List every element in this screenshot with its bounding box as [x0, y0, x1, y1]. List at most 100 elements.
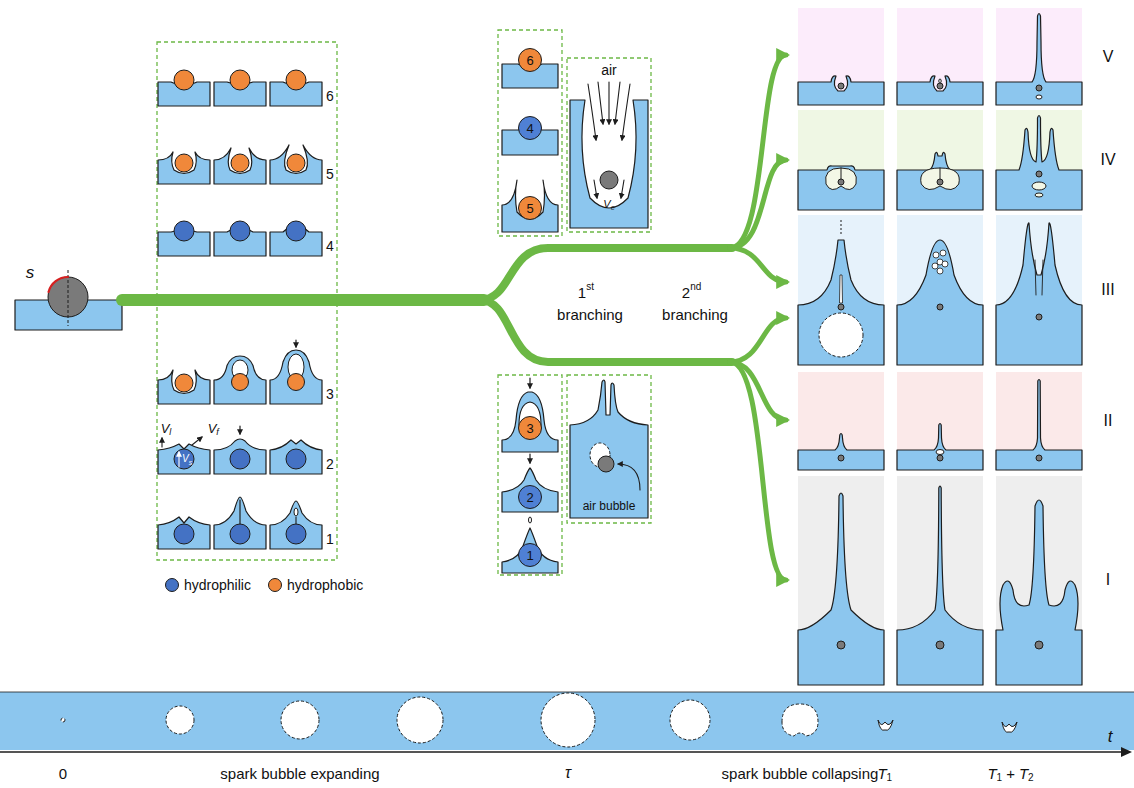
dashed-group-box	[498, 375, 562, 575]
regime-numeral: I	[1106, 572, 1110, 588]
branching-ordinal: 1	[578, 285, 586, 300]
legend-text: hydrophobic	[287, 578, 363, 592]
ordinal-suffix: nd	[690, 282, 701, 292]
arc-length-symbol: s	[26, 264, 35, 281]
stage-circle: 6	[518, 48, 542, 72]
stage-circle: 5	[518, 196, 542, 220]
sphere	[598, 456, 614, 472]
spark-bubble	[878, 720, 893, 730]
sphere	[230, 221, 250, 241]
time-mark: +	[1006, 766, 1015, 781]
jet-arrow	[529, 454, 530, 463]
regime-panel	[798, 372, 884, 470]
callout-number: 2	[326, 457, 334, 471]
spark-bubble	[166, 706, 194, 734]
spark-bubble	[61, 718, 65, 722]
dashed-group-box	[567, 375, 651, 523]
water	[158, 152, 210, 184]
velocity-symbol: V	[182, 454, 189, 464]
legend-swatch	[268, 578, 282, 592]
ordinal-suffix: st	[586, 282, 594, 292]
bubble	[1035, 193, 1043, 197]
cavity	[921, 168, 960, 190]
water	[897, 152, 983, 210]
spark-bubble	[670, 700, 710, 740]
sphere	[287, 154, 305, 172]
sphere	[937, 304, 943, 310]
sphere	[838, 304, 844, 310]
jet-line	[295, 517, 296, 524]
time-axis	[0, 751, 1122, 752]
water	[214, 356, 266, 404]
air-bubble-label: air bubble	[583, 500, 636, 512]
legend-text: hydrophilic	[184, 578, 251, 592]
air-flow-arrow	[621, 180, 624, 198]
sphere	[288, 374, 305, 391]
callout-number: 1	[326, 532, 334, 546]
sphere	[174, 221, 194, 241]
water	[897, 424, 983, 471]
timeline-band	[0, 692, 1134, 750]
water	[214, 497, 266, 549]
water	[502, 468, 558, 512]
water	[897, 240, 983, 365]
callout-number: 6	[526, 54, 533, 67]
air-flow-arrow	[598, 82, 603, 124]
water	[996, 14, 1082, 106]
sphere	[230, 449, 250, 469]
bubble	[937, 268, 943, 274]
bubble	[939, 79, 941, 83]
sphere	[838, 179, 844, 185]
flow-bar	[122, 294, 484, 306]
water	[214, 439, 266, 474]
water	[798, 166, 884, 210]
velocity-arrow	[192, 437, 202, 445]
air-flow-arrow	[615, 82, 620, 124]
sphere	[286, 221, 306, 241]
regime-panel	[798, 8, 884, 105]
cavity	[826, 168, 857, 190]
water	[270, 350, 322, 404]
band-edge	[0, 692, 1134, 693]
jet-arrow	[529, 378, 530, 388]
bubble	[940, 250, 946, 256]
cavity	[840, 275, 843, 303]
spark-bubble	[281, 701, 319, 739]
branching-ordinal: 2	[682, 285, 690, 300]
spark-bubble	[819, 313, 863, 357]
jet-line	[1035, 260, 1036, 295]
time-mark: T	[877, 766, 886, 781]
water	[798, 493, 884, 685]
regime-panel	[897, 372, 983, 470]
flow-arrow	[730, 362, 786, 420]
time-mark: T	[1019, 766, 1028, 781]
water	[570, 380, 648, 518]
bubble	[529, 517, 532, 523]
air-label: air	[601, 63, 617, 77]
sphere	[1036, 85, 1042, 91]
air-flow-arrow	[608, 82, 609, 124]
flow-arrow	[730, 248, 786, 282]
callout-number: 4	[326, 239, 334, 253]
water	[996, 380, 1082, 471]
callout-number: 2	[526, 491, 533, 504]
regime-numeral: IV	[1100, 152, 1115, 168]
water	[996, 500, 1082, 685]
regime-panel	[996, 372, 1082, 470]
air-flow-arrow	[588, 84, 596, 140]
dashed-group-box	[157, 42, 337, 560]
bubble	[932, 263, 938, 269]
callout-number: 5	[526, 202, 533, 215]
time-subscript: 1	[887, 773, 893, 783]
velocity-symbol: V	[161, 422, 170, 435]
velocity-symbol: V	[208, 422, 217, 435]
symmetry-axis	[68, 270, 69, 326]
flow-arrow	[730, 160, 786, 248]
dashed-line	[841, 220, 842, 236]
water	[798, 240, 884, 365]
water	[996, 223, 1082, 365]
bubble	[942, 261, 948, 267]
regime-panel	[798, 476, 884, 685]
water	[798, 76, 884, 105]
sphere	[175, 374, 193, 392]
